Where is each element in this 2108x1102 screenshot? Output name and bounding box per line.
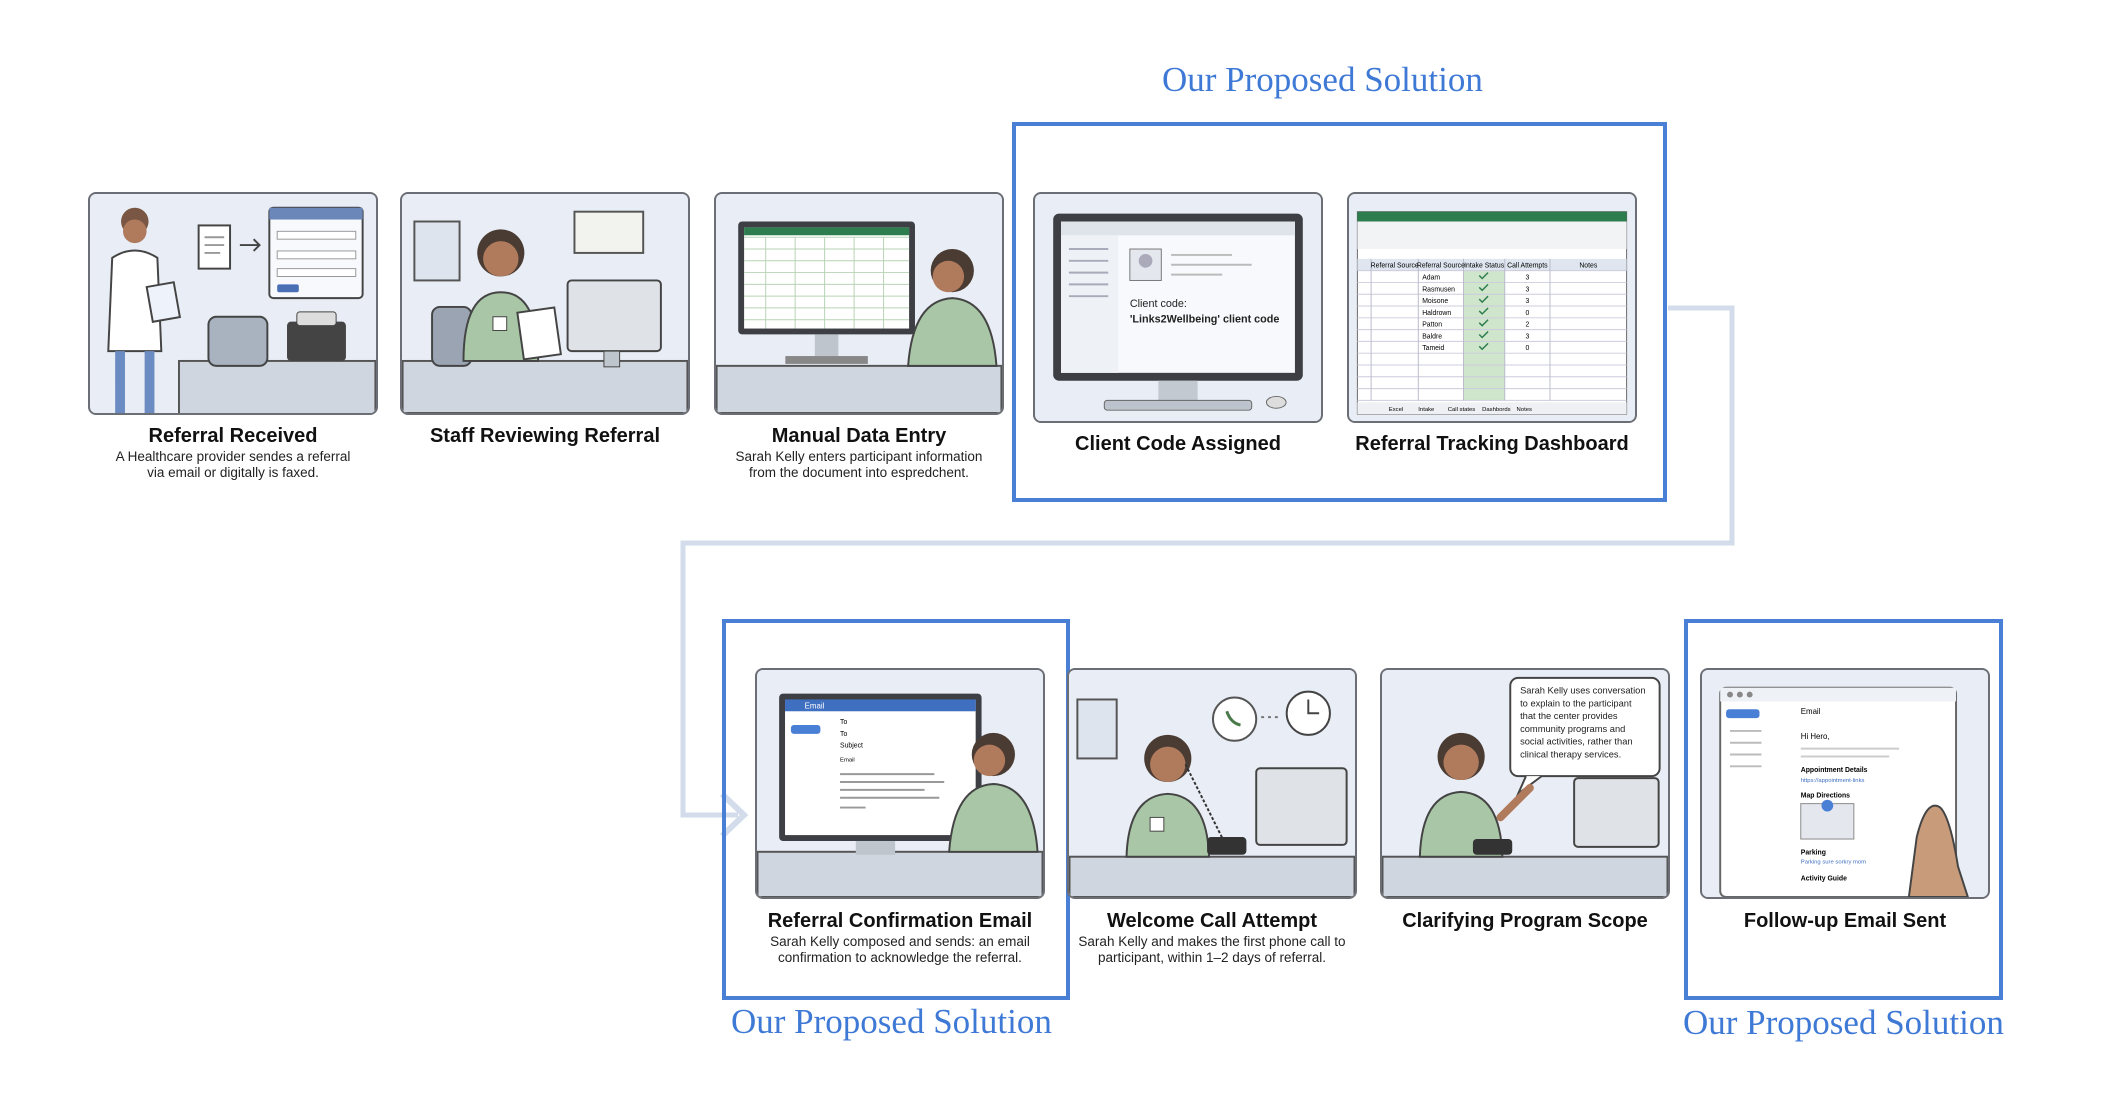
follow-email-greeting: Hi Hero, — [1801, 732, 1830, 741]
sheet-tab: Notes — [1517, 407, 1532, 413]
step-panel-staff-reviewing — [400, 192, 690, 415]
email-field-label: To — [840, 719, 847, 726]
check-icon — [1478, 283, 1489, 292]
appointment-label: Appointment Details — [1801, 767, 1868, 774]
table-cell-name: Moisone — [1422, 298, 1448, 305]
step-desc-line: from the document into espredchent. — [749, 465, 969, 480]
client-code-value: 'Links2Wellbeing' client code — [1130, 314, 1280, 326]
table-cell-calls: 0 — [1525, 345, 1529, 352]
proposed-solution-label-2: Our Proposed Solution — [731, 1002, 1052, 1041]
sheet-tab: Excel — [1389, 407, 1403, 413]
step-desc-manual-data-entry: Sarah Kelly enters participant informati… — [714, 449, 1004, 481]
table-cell-calls: 2 — [1525, 322, 1529, 329]
table-cell-calls: 0 — [1525, 310, 1529, 317]
step-title-referral-received: Referral Received — [148, 425, 318, 447]
check-icon — [1478, 342, 1489, 351]
parking-link: Parking sure sorkry mom — [1801, 860, 1866, 866]
table-header-cell: Referral Source — [1371, 263, 1419, 270]
step-desc-referral-received: A Healthcare provider sendes a referral … — [88, 449, 378, 481]
step-desc-line: participant, within 1–2 days of referral… — [1097, 950, 1327, 965]
table-cell-calls: 3 — [1525, 298, 1529, 305]
table-cell-name: Baldre — [1422, 333, 1442, 340]
speech-bubble-line: that the center provides — [1520, 711, 1618, 721]
table-cell-name: Adam — [1422, 274, 1440, 281]
step-desc-line: via email or digitally is faxed. — [147, 465, 319, 480]
staff-reviewing-illustration — [402, 194, 688, 413]
tracking-dashboard-illustration: Referral Source Referral Source Intake S… — [1349, 194, 1635, 421]
step-desc-confirmation-email: Sarah Kelly composed and sends: an email… — [750, 934, 1050, 966]
client-code-label: Client code: — [1130, 298, 1187, 310]
email-field-label: Subject — [840, 743, 863, 750]
step-desc-line: A Healthcare provider sendes a referral — [115, 449, 351, 464]
step-panel-clarifying-scope: Sarah Kelly uses conversation to explain … — [1380, 668, 1670, 899]
flow-arrow-head — [719, 791, 749, 839]
client-code-illustration: Client code: 'Links2Wellbeing' client co… — [1035, 194, 1321, 421]
step-panel-client-code: Client code: 'Links2Wellbeing' client co… — [1033, 192, 1323, 423]
step-panel-tracking-dashboard: Referral Source Referral Source Intake S… — [1347, 192, 1637, 423]
speech-bubble-line: community programs and — [1520, 724, 1625, 734]
proposed-solution-label-3: Our Proposed Solution — [1683, 1003, 2004, 1042]
step-desc-line: Sarah Kelly and makes the first phone ca… — [1078, 934, 1346, 949]
table-cell-calls: 3 — [1525, 286, 1529, 293]
data-entry-illustration — [716, 194, 1002, 413]
table-cell-calls: 3 — [1525, 333, 1529, 340]
check-icon — [1478, 307, 1489, 315]
step-title-follow-up-email: Follow-up Email Sent — [1743, 910, 1947, 932]
step-title-welcome-call: Welcome Call Attempt — [1106, 910, 1318, 932]
follow-email-header: Email — [1801, 707, 1821, 716]
speech-bubble-line: Sarah Kelly uses conversation — [1520, 686, 1645, 696]
step-title-client-code: Client Code Assigned — [1075, 433, 1281, 455]
table-cell-calls: 3 — [1525, 274, 1529, 281]
step-panel-welcome-call — [1067, 668, 1357, 899]
sheet-tab: Dashbords — [1482, 407, 1510, 413]
proposed-solution-label-1: Our Proposed Solution — [1162, 60, 1483, 99]
check-icon — [1478, 319, 1489, 327]
doctor-illustration — [90, 194, 376, 413]
flow-connector-line — [680, 305, 1735, 818]
proposed-solution-box-1 — [1012, 122, 1667, 502]
table-cell-name: Tameid — [1422, 345, 1444, 352]
step-desc-line: confirmation to acknowledge the referral… — [778, 950, 1022, 965]
table-cell-name: Haldrown — [1422, 310, 1451, 317]
step-panel-confirmation-email: Email To To Subject Email — [755, 668, 1045, 899]
speech-bubble-line: to explain to the participant — [1520, 698, 1632, 708]
check-icon — [1478, 295, 1489, 304]
step-panel-follow-up-email: Email Hi Hero, Appointment Details https… — [1700, 668, 1990, 899]
check-icon — [1478, 272, 1489, 280]
table-header-cell: Notes — [1579, 263, 1597, 270]
table-header-cell: Intake Status — [1464, 263, 1505, 270]
sheet-tab: Call states — [1448, 407, 1475, 413]
proposed-solution-box-3 — [1684, 619, 2003, 1000]
speech-bubble-line: clinical therapy services. — [1520, 749, 1621, 759]
appointment-link: https://appointment-links — [1801, 778, 1865, 784]
table-cell-name: Rasmusen — [1422, 286, 1455, 293]
step-title-clarifying-scope: Clarifying Program Scope — [1402, 910, 1648, 932]
step-panel-referral-received — [88, 192, 378, 415]
step-title-tracking-dashboard: Referral Tracking Dashboard — [1355, 433, 1629, 455]
speech-bubble-line: social activities, rather than — [1520, 737, 1633, 747]
table-cell-name: Patton — [1422, 322, 1442, 329]
confirmation-email-illustration: Email To To Subject Email — [757, 670, 1043, 897]
step-desc-line: Sarah Kelly enters participant informati… — [735, 449, 983, 464]
step-title-manual-data-entry: Manual Data Entry — [771, 425, 947, 447]
step-panel-manual-data-entry — [714, 192, 1004, 415]
clarifying-scope-illustration: Sarah Kelly uses conversation to explain … — [1382, 670, 1668, 897]
table-header-cell: Call Attempts — [1507, 263, 1548, 270]
parking-label: Parking — [1801, 850, 1826, 857]
activity-label: Activity Guide — [1801, 875, 1847, 882]
check-icon — [1478, 331, 1489, 339]
email-window-title: Email — [805, 701, 825, 710]
step-title-staff-reviewing: Staff Reviewing Referral — [429, 425, 661, 447]
follow-up-email-illustration: Email Hi Hero, Appointment Details https… — [1702, 670, 1988, 897]
sheet-tab: Intake — [1418, 407, 1434, 413]
welcome-call-illustration — [1069, 670, 1355, 897]
email-field-label: Email — [840, 757, 855, 763]
step-desc-welcome-call: Sarah Kelly and makes the first phone ca… — [1062, 934, 1362, 966]
step-desc-line: Sarah Kelly composed and sends: an email — [770, 934, 1030, 949]
email-field-label: To — [840, 731, 847, 738]
table-header-cell: Referral Source — [1417, 263, 1465, 270]
map-label: Map Directions — [1801, 793, 1850, 800]
step-title-confirmation-email: Referral Confirmation Email — [767, 910, 1033, 932]
